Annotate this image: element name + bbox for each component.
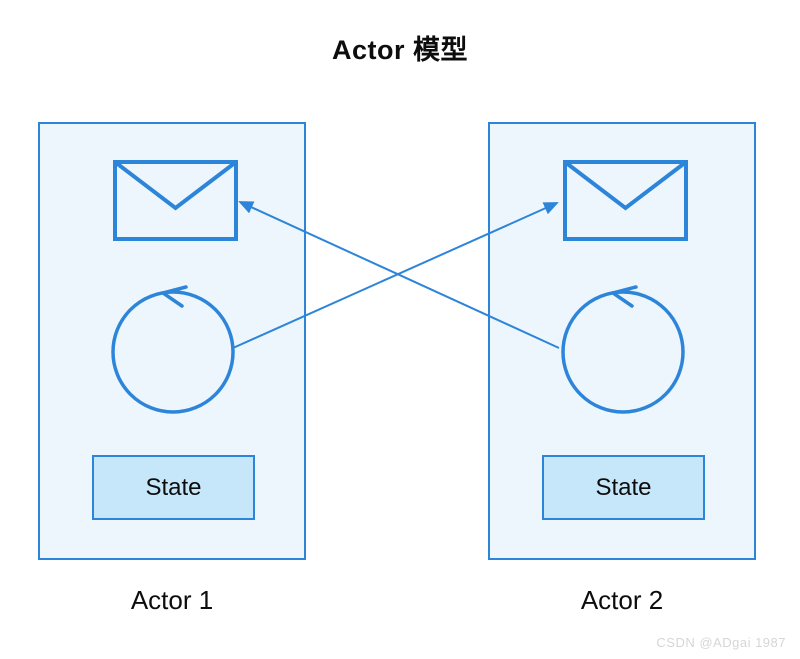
state-box: State xyxy=(92,455,255,520)
state-box: State xyxy=(542,455,705,520)
actor-1-label: Actor 1 xyxy=(130,585,214,615)
diagram-title: Actor 模型 xyxy=(331,35,468,65)
process-loop-icon xyxy=(561,285,685,414)
actor-2-box: State xyxy=(488,122,756,560)
watermark: CSDN @ADgai 1987 xyxy=(656,635,786,650)
actor-2-label: Actor 2 xyxy=(580,585,664,615)
process-loop-icon xyxy=(111,285,235,414)
envelope-icon xyxy=(563,160,688,241)
state-label: State xyxy=(595,473,652,501)
actor-1-box: State xyxy=(38,122,306,560)
state-label: State xyxy=(145,473,202,501)
envelope-icon xyxy=(113,160,238,241)
